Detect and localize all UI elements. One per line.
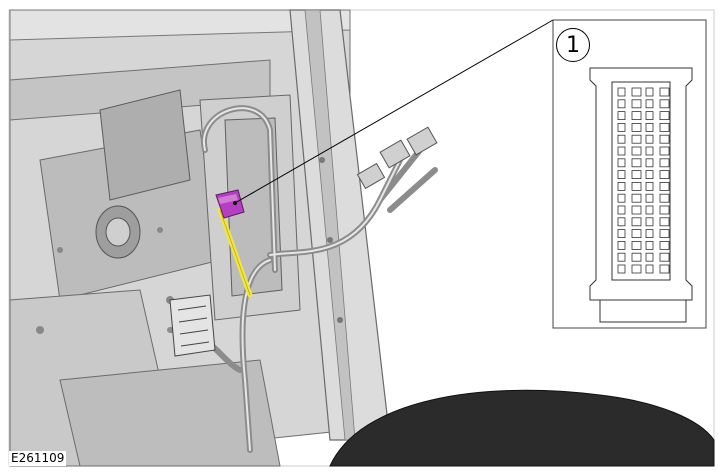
pin-cavity <box>631 264 642 274</box>
pin-cavity <box>645 240 654 250</box>
pin-cavity <box>617 146 626 156</box>
callout-leader-line <box>234 19 554 204</box>
pin-cavity <box>631 205 642 215</box>
pin-cavity <box>645 181 654 191</box>
pin-cavity <box>631 158 642 168</box>
pin-cavity <box>659 240 670 250</box>
pin-cavity <box>617 252 626 262</box>
pin-cavity <box>659 170 670 180</box>
seat <box>329 389 715 467</box>
pin-cavity <box>659 217 670 227</box>
pin-cavity <box>645 264 654 274</box>
pin-cavity <box>645 229 654 239</box>
pin-cavity <box>645 134 654 144</box>
lower-connector <box>169 294 216 357</box>
pin-cavity <box>617 170 626 180</box>
reference-code: E261109 <box>9 451 67 466</box>
highlighted-connector <box>215 189 245 219</box>
pin-cavity <box>631 252 642 262</box>
pin-cavity <box>617 193 626 203</box>
pin-cavity <box>659 193 670 203</box>
pin-cavity <box>659 134 670 144</box>
pin-cavity <box>645 252 654 262</box>
pin-cavity <box>631 123 642 132</box>
pin-cavity <box>659 181 670 191</box>
pin-cavity <box>645 146 654 156</box>
pin-cavity <box>631 170 642 180</box>
pin-cavity <box>631 111 642 120</box>
pin-cavity <box>631 87 642 97</box>
pin-cavity <box>617 205 626 215</box>
pin-cavity <box>617 87 626 97</box>
pin-cavity <box>617 217 626 227</box>
pin-cavity <box>631 229 642 239</box>
callout-number: 1 <box>556 28 590 62</box>
pin-cavity <box>659 146 670 156</box>
pin-cavity <box>617 240 626 250</box>
pin-cavity <box>659 229 670 239</box>
pin-cavity <box>645 170 654 180</box>
pin-cavity <box>617 264 626 274</box>
pin-cavity <box>645 87 654 97</box>
pin-cavity <box>659 123 670 132</box>
pin-cavity <box>617 111 626 120</box>
pin-cavity <box>645 193 654 203</box>
pin-cavity <box>631 134 642 144</box>
pin-cavity <box>659 158 670 168</box>
pin-cavity <box>617 229 626 239</box>
pin-cavity <box>617 158 626 168</box>
pin-cavity <box>617 123 626 132</box>
pin-cavity <box>645 158 654 168</box>
pin-cavity <box>617 134 626 144</box>
pin-cavity <box>645 123 654 132</box>
pillar-connectors <box>356 126 438 190</box>
pin-cavity <box>645 217 654 227</box>
pin-cavity <box>659 111 670 120</box>
pin-cavity <box>631 181 642 191</box>
pin-cavity <box>645 99 654 109</box>
pin-cavity <box>631 146 642 156</box>
pin-cavity <box>659 264 670 274</box>
pin-cavity <box>659 252 670 262</box>
pin-cavity <box>645 205 654 215</box>
pin-cavity <box>631 217 642 227</box>
pin-cavity <box>659 205 670 215</box>
pin-cavity <box>659 87 670 97</box>
pin-cavity <box>645 111 654 120</box>
pin-cavity <box>617 99 626 109</box>
pin-cavity <box>631 193 642 203</box>
pin-cavity <box>617 181 626 191</box>
pin-cavity <box>631 240 642 250</box>
pin-cavity <box>631 99 642 109</box>
connector-face-detail <box>589 67 693 323</box>
pin-cavity <box>659 99 670 109</box>
